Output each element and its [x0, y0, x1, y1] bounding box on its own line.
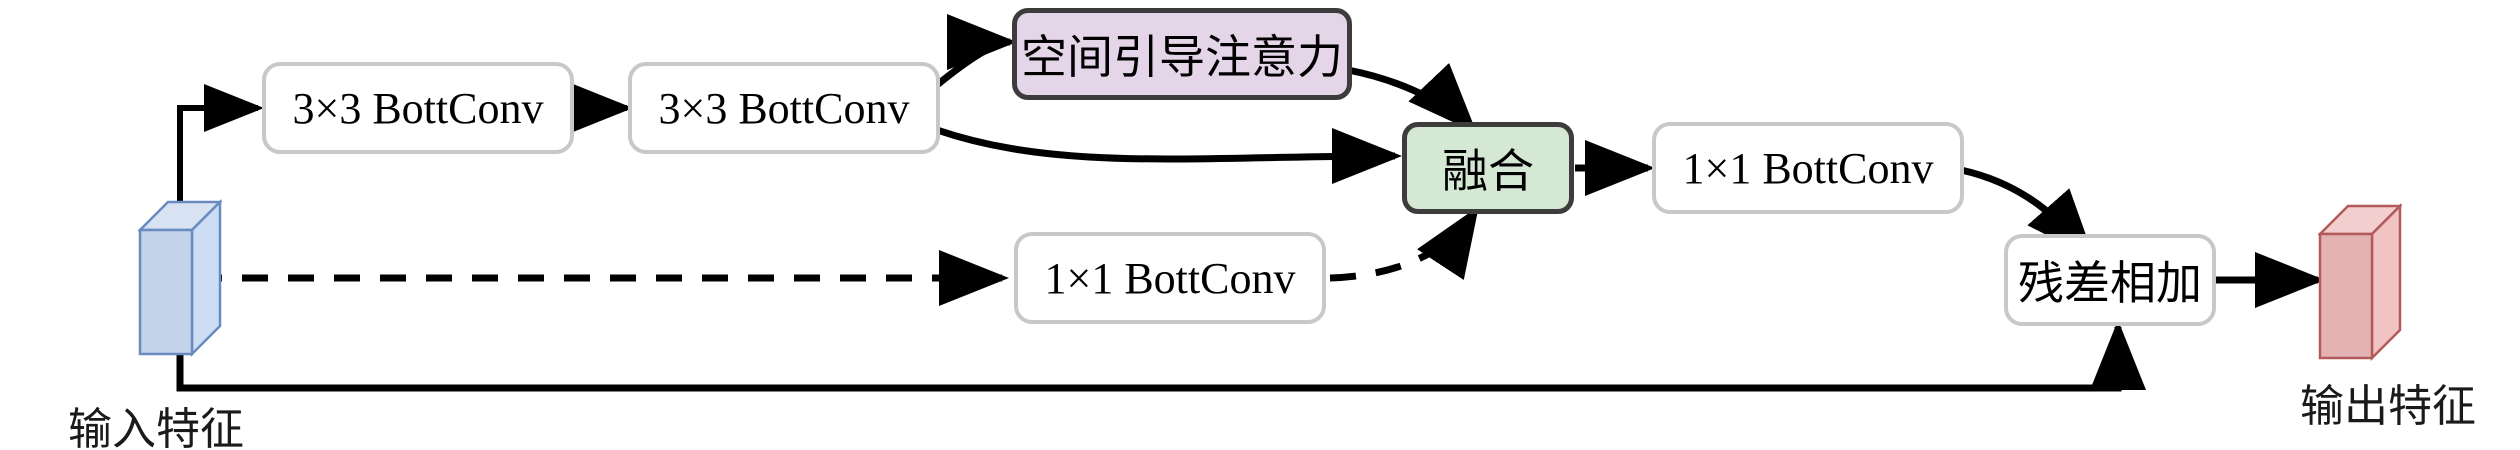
node-conv1x1-shortcut[interactable]: 1×1 BottConv: [1014, 232, 1326, 324]
input-volume-caption: 输入特征: [68, 405, 244, 450]
output-volume-side-face: [2370, 202, 2402, 362]
node-residual-add[interactable]: 残差相加: [2004, 234, 2216, 326]
node-conv3x3-first[interactable]: 3×3 BottConv: [262, 62, 574, 154]
input-volume: [136, 198, 224, 358]
edge-conv3b-to-attention: [934, 14, 1017, 88]
edge-attention-to-fusion: [1347, 62, 1477, 134]
edge-conv1bot-to-fusion: [1329, 206, 1479, 282]
node-fusion[interactable]: 融合: [1402, 122, 1574, 214]
node-conv3x3-second[interactable]: 3×3 BottConv: [628, 62, 940, 154]
output-volume: [2316, 202, 2404, 362]
node-conv1x1-top[interactable]: 1×1 BottConv: [1652, 122, 1964, 214]
edge-input-to-conv3a: [177, 84, 264, 225]
input-volume-side-face: [190, 198, 222, 358]
output-volume-caption: 输出特征: [2300, 382, 2476, 431]
edge-conv3b-to-fusion: [935, 126, 1402, 185]
node-spatial-guided-attention[interactable]: 空间引导注意力: [1012, 8, 1352, 100]
output-volume-front-face: [2318, 232, 2374, 360]
input-volume-front-face: [138, 228, 194, 356]
